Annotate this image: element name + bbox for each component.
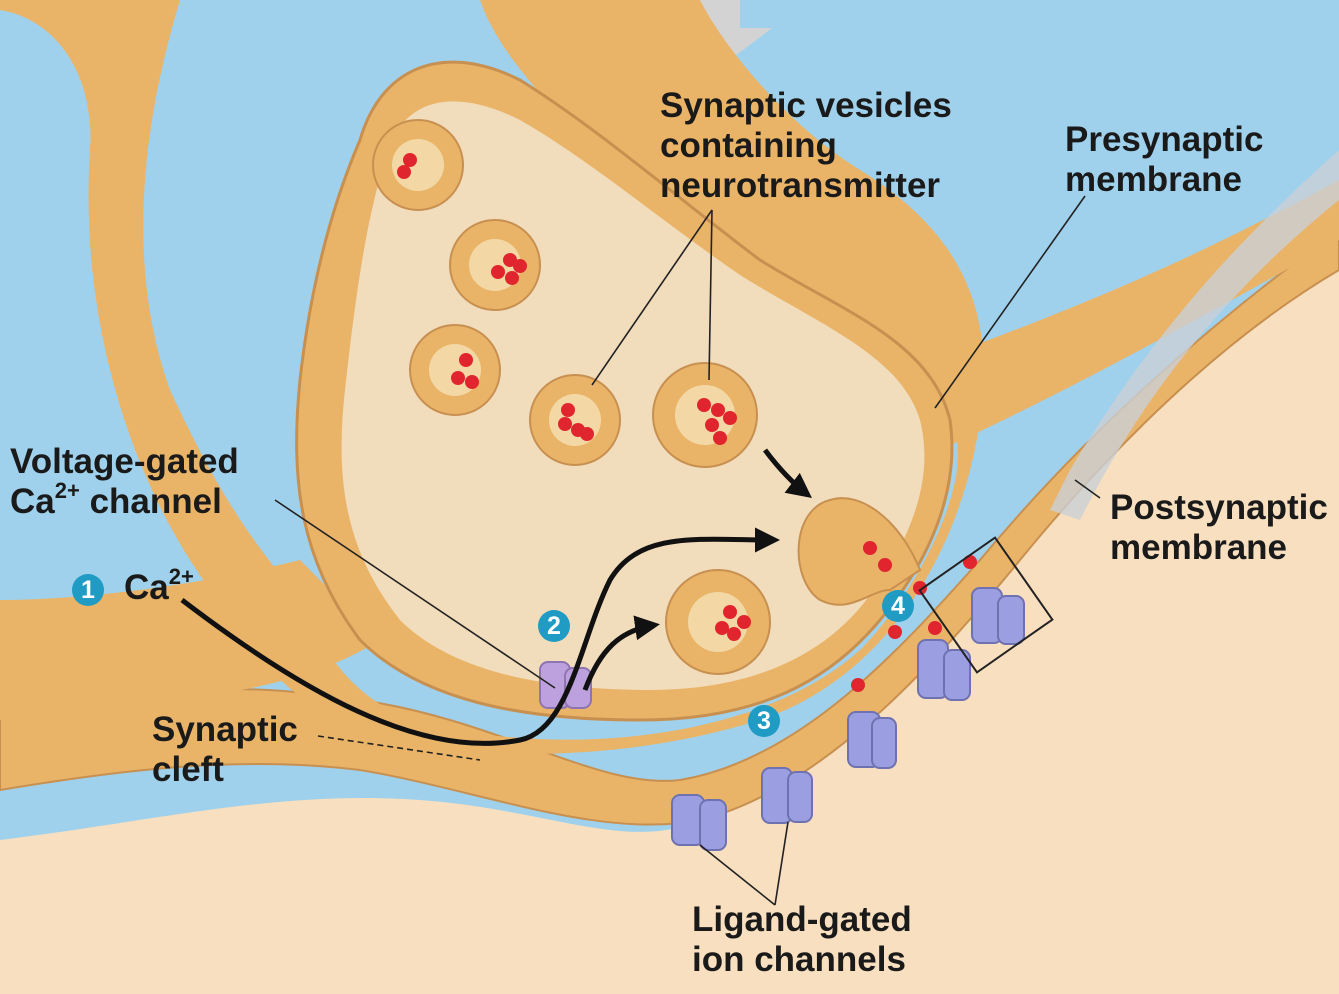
ion-channel	[998, 596, 1024, 644]
vesicle-core	[549, 394, 601, 446]
label-line: Synaptic	[152, 710, 298, 750]
calcium-ion-label: Ca2+	[124, 568, 194, 608]
postsynaptic-membrane-label: Postsynaptic membrane	[1110, 488, 1328, 568]
step-badge-4: 4	[882, 590, 914, 622]
label-line: Voltage-gated	[10, 442, 239, 482]
label-line: Synaptic vesicles	[660, 86, 952, 126]
ligand-gated-label: Ligand-gated ion channels	[692, 900, 912, 980]
label-line: Postsynaptic	[1110, 488, 1328, 528]
label-line: containing	[660, 126, 952, 166]
label-line: membrane	[1065, 160, 1263, 200]
vesicle-core	[392, 139, 444, 191]
label-line: ion channels	[692, 940, 912, 980]
synaptic-vesicles-label: Synaptic vesicles containing neurotransm…	[660, 86, 952, 206]
ion-channel	[872, 718, 896, 768]
label-line: cleft	[152, 750, 298, 790]
label-line: Presynaptic	[1065, 120, 1263, 160]
label-line: Ca2+ channel	[10, 482, 239, 522]
ion-channel	[788, 772, 812, 822]
label-line: membrane	[1110, 528, 1328, 568]
label-line: Ligand-gated	[692, 900, 912, 940]
voltage-gated-channel	[540, 662, 591, 708]
step-badge-2: 2	[538, 610, 570, 642]
label-line: neurotransmitter	[660, 166, 952, 206]
ion-channel	[700, 800, 726, 850]
step-badge-3: 3	[748, 705, 780, 737]
synaptic-cleft-label: Synaptic cleft	[152, 710, 298, 790]
voltage-gated-label: Voltage-gated Ca2+ channel	[10, 442, 239, 522]
step-badge-1: 1	[72, 574, 104, 606]
presynaptic-membrane-label: Presynaptic membrane	[1065, 120, 1263, 200]
